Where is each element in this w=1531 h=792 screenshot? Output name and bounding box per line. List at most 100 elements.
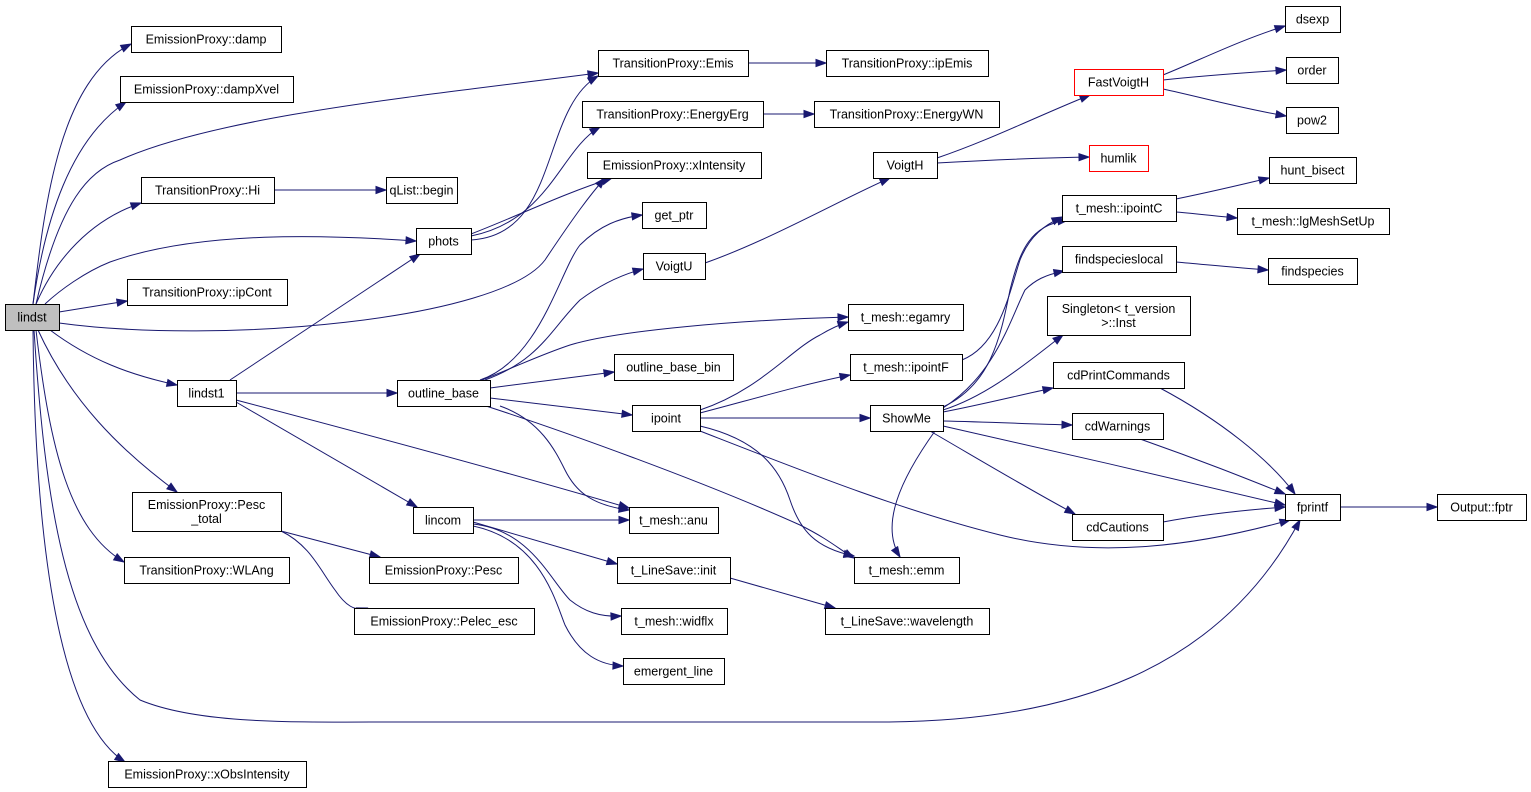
- edge-outline_base-to-ipoint: [489, 397, 634, 418]
- node-label: EmissionProxy::xObsIntensity: [124, 768, 290, 782]
- node-findspecies[interactable]: findspecies: [1268, 258, 1358, 285]
- node-ipointC[interactable]: t_mesh::ipointC: [1062, 195, 1177, 222]
- node-box: [1047, 296, 1191, 336]
- edge-phots-to-Emis: [470, 75, 600, 241]
- node-label: ipoint: [651, 412, 681, 426]
- node-box: [1089, 145, 1149, 172]
- node-damp[interactable]: EmissionProxy::damp: [131, 26, 282, 53]
- node-label: hunt_bisect: [1281, 164, 1345, 178]
- node-EnergyErg[interactable]: TransitionProxy::EnergyErg: [582, 101, 764, 128]
- edge-ipointF-to-ipointC: [961, 216, 1064, 361]
- node-label: cdCautions: [1086, 521, 1149, 535]
- node-cdPrintCommands[interactable]: cdPrintCommands: [1053, 362, 1185, 389]
- node-get_ptr[interactable]: get_ptr: [642, 202, 707, 229]
- node-fprintf[interactable]: fprintf: [1285, 494, 1341, 521]
- node-xObsIntensity[interactable]: EmissionProxy::xObsIntensity: [108, 761, 307, 788]
- node-label: get_ptr: [655, 209, 694, 223]
- edge-lindst-to-lindst1: [49, 329, 179, 387]
- node-ShowMe[interactable]: ShowMe: [870, 405, 944, 432]
- edge-outline_base-to-outline_base_bin: [489, 369, 616, 389]
- edge-outline_base-to-get_ptr: [479, 212, 644, 381]
- node-lsinit[interactable]: t_LineSave::init: [617, 557, 731, 584]
- node-dampXvel[interactable]: EmissionProxy::dampXvel: [120, 76, 294, 103]
- node-box: [354, 608, 535, 635]
- edge-ipointC-to-lgMeshSetUp: [1175, 211, 1239, 222]
- edge-ipoint-to-emm: [699, 425, 856, 559]
- node-EnergyWN[interactable]: TransitionProxy::EnergyWN: [814, 101, 1000, 128]
- edge-lindst-to-dampXvel: [32, 101, 128, 305]
- node-FastVoigtH[interactable]: FastVoigtH: [1074, 69, 1164, 96]
- node-VoigtH[interactable]: VoigtH: [873, 152, 938, 179]
- node-Pelec_esc[interactable]: EmissionProxy::Pelec_esc: [354, 608, 535, 635]
- node-label: EmissionProxy::dampXvel: [134, 83, 279, 97]
- node-findspecieslocal[interactable]: findspecieslocal: [1062, 246, 1177, 273]
- node-label: EmissionProxy::xIntensity: [603, 159, 746, 173]
- edge-lindst-to-xObsIntensity: [32, 329, 127, 763]
- node-box: [825, 608, 990, 635]
- node-Singleton[interactable]: Singleton< t_version>::Inst: [1047, 296, 1191, 336]
- node-lincom[interactable]: lincom: [413, 507, 474, 534]
- node-label: pow2: [1297, 114, 1327, 128]
- node-wavelength[interactable]: t_LineSave::wavelength: [825, 608, 990, 635]
- node-Pesc_total[interactable]: EmissionProxy::Pesc_total: [132, 492, 282, 532]
- node-emm[interactable]: t_mesh::emm: [854, 557, 960, 584]
- edge-Hi-to-qbegin: [274, 185, 388, 195]
- node-label: _total: [190, 512, 222, 526]
- node-box: [1053, 362, 1185, 389]
- node-VoigtU[interactable]: VoigtU: [643, 253, 706, 280]
- node-box: [1072, 514, 1164, 541]
- node-cdWarnings[interactable]: cdWarnings: [1072, 413, 1164, 440]
- node-label: >::Inst: [1101, 316, 1136, 330]
- node-Emis[interactable]: TransitionProxy::Emis: [598, 50, 749, 77]
- node-Pesc[interactable]: EmissionProxy::Pesc: [369, 557, 519, 584]
- node-label: findspecies: [1281, 265, 1344, 279]
- node-label: ShowMe: [882, 412, 931, 426]
- node-order[interactable]: order: [1286, 57, 1339, 84]
- node-phots[interactable]: phots: [416, 228, 472, 255]
- node-WLAng[interactable]: TransitionProxy::WLAng: [124, 557, 290, 584]
- edge-lindst-to-phots: [44, 236, 418, 305]
- node-hunt_bisect[interactable]: hunt_bisect: [1269, 157, 1357, 184]
- node-egamry[interactable]: t_mesh::egamry: [848, 304, 964, 331]
- edge-FastVoigtH-to-order: [1162, 66, 1288, 81]
- node-pow2[interactable]: pow2: [1286, 107, 1339, 134]
- edge-ShowMe-to-Singleton: [942, 334, 1065, 411]
- edge-lindst1-to-anu: [235, 399, 631, 510]
- node-fptr[interactable]: Output::fptr: [1437, 494, 1527, 521]
- edge-lindst1-to-lincom: [235, 401, 419, 508]
- node-box: [850, 354, 963, 381]
- node-lindst1[interactable]: lindst1: [177, 380, 237, 407]
- edge-ShowMe-to-cdWarnings: [942, 420, 1074, 429]
- node-outline_base_bin[interactable]: outline_base_bin: [614, 354, 734, 381]
- node-ipEmis[interactable]: TransitionProxy::ipEmis: [826, 50, 989, 77]
- node-label: FastVoigtH: [1088, 76, 1149, 90]
- node-dsexp[interactable]: dsexp: [1285, 6, 1341, 33]
- node-humlik[interactable]: humlik: [1089, 145, 1149, 172]
- node-box: [5, 304, 60, 331]
- node-label: EmissionProxy::damp: [146, 33, 267, 47]
- node-cdCautions[interactable]: cdCautions: [1072, 514, 1164, 541]
- edge-ShowMe-to-cdCautions: [929, 430, 1077, 515]
- node-Hi[interactable]: TransitionProxy::Hi: [141, 177, 275, 204]
- node-lindst[interactable]: lindst: [5, 304, 60, 331]
- node-label: EmissionProxy::Pesc: [385, 564, 502, 578]
- node-box: [141, 177, 275, 204]
- node-box: [1286, 107, 1339, 134]
- node-anu[interactable]: t_mesh::anu: [629, 507, 719, 534]
- node-box: [413, 507, 474, 534]
- node-ipointF[interactable]: t_mesh::ipointF: [850, 354, 963, 381]
- node-label: TransitionProxy::ipEmis: [842, 57, 973, 71]
- node-emergent_line[interactable]: emergent_line: [623, 658, 725, 685]
- node-xIntensity[interactable]: EmissionProxy::xIntensity: [587, 152, 762, 179]
- node-ipCont[interactable]: TransitionProxy::ipCont: [127, 279, 288, 306]
- edge-lindst-to-Emis: [35, 70, 600, 305]
- node-outline_base[interactable]: outline_base: [397, 380, 491, 407]
- node-box: [632, 405, 701, 432]
- node-label: lindst: [17, 311, 47, 325]
- node-ipoint[interactable]: ipoint: [632, 405, 701, 432]
- node-qbegin[interactable]: qList::begin: [386, 177, 458, 204]
- node-label: t_mesh::lgMeshSetUp: [1252, 215, 1375, 229]
- node-widflx[interactable]: t_mesh::widflx: [621, 608, 728, 635]
- node-lgMeshSetUp[interactable]: t_mesh::lgMeshSetUp: [1237, 208, 1390, 235]
